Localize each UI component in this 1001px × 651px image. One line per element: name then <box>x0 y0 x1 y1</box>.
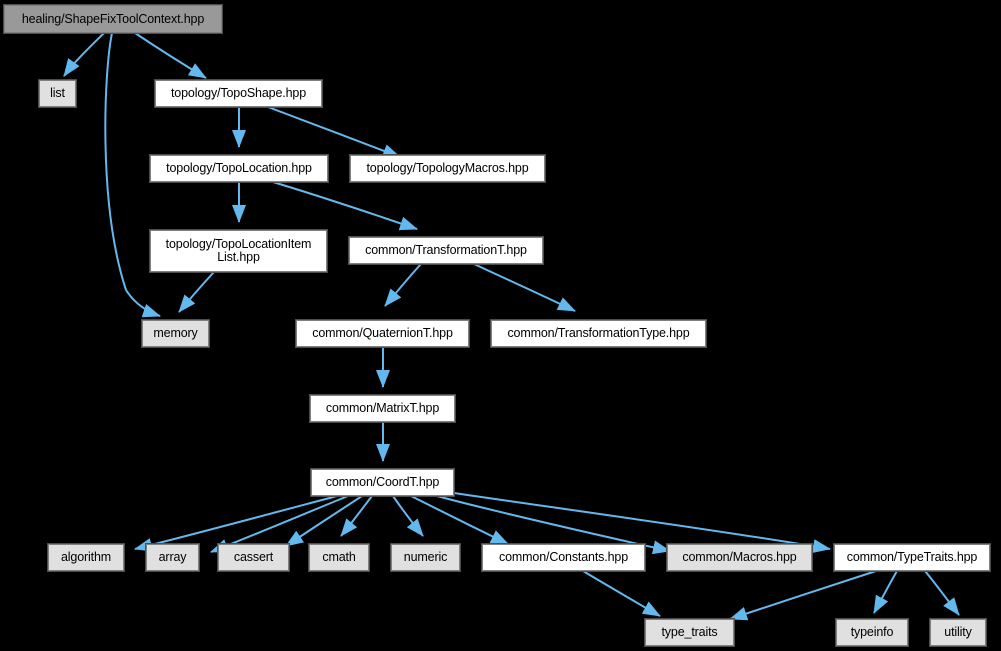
node-type_traits[interactable]: type_traits <box>644 618 735 647</box>
edge-root-to-toposhape <box>134 32 207 79</box>
node-label-topolocitemlist: topology/TopoLocationItem List.hpp <box>165 237 312 264</box>
node-label-cassert: cassert <box>233 550 274 564</box>
node-algorithm[interactable]: algorithm <box>47 543 125 572</box>
node-label-memory: memory <box>153 326 198 340</box>
edge-topolocitemlist-to-memory <box>178 271 215 313</box>
edge-typetraits-to-utility <box>924 570 960 616</box>
node-label-transformationt: common/TransformationT.hpp <box>365 243 527 257</box>
edge-coordt-to-constants <box>410 495 509 545</box>
node-typeinfo[interactable]: typeinfo <box>835 618 909 647</box>
node-memory[interactable]: memory <box>141 319 210 348</box>
node-label-transformtype: common/TransformationType.hpp <box>507 326 690 340</box>
edge-coordt-to-algorithm <box>134 495 338 552</box>
node-label-root: healing/ShapeFixToolContext.hpp <box>21 11 205 26</box>
node-label-list: list <box>50 86 65 100</box>
edge-typetraits-to-type_traits <box>729 570 877 621</box>
node-cassert[interactable]: cassert <box>217 543 290 572</box>
edge-topolocation-to-transformationt <box>272 181 418 231</box>
node-label-utility: utility <box>944 625 972 639</box>
node-typetraits[interactable]: common/TypeTraits.hpp <box>833 543 991 572</box>
node-transformationt[interactable]: common/TransformationT.hpp <box>348 236 544 265</box>
node-macros[interactable]: common/Macros.hpp <box>666 543 813 572</box>
node-label-topologymacros: topology/TopologyMacros.hpp <box>366 161 529 175</box>
node-numeric[interactable]: numeric <box>390 543 461 572</box>
edge-root-to-list <box>63 32 105 77</box>
node-label-matrixt: common/MatrixT.hpp <box>325 401 440 415</box>
node-label-quaterniont: common/QuaternionT.hpp <box>312 326 453 340</box>
node-label-coordt: common/CoordT.hpp <box>325 475 440 489</box>
node-label-algorithm: algorithm <box>60 550 112 564</box>
node-array[interactable]: array <box>145 543 200 572</box>
edge-transformationt-to-quaterniont <box>384 263 422 307</box>
edge-toposhape-to-topologymacros <box>267 106 401 158</box>
node-label-array: array <box>158 550 187 564</box>
node-toposhape[interactable]: topology/TopoShape.hpp <box>154 79 323 108</box>
edge-coordt-to-macros <box>436 495 671 555</box>
node-label-cmath: cmath <box>322 550 356 564</box>
edge-constants-to-type_traits <box>582 570 661 617</box>
edge-typetraits-to-typeinfo <box>873 570 898 614</box>
node-label-typeinfo: typeinfo <box>850 625 894 639</box>
node-label-typetraits: common/TypeTraits.hpp <box>846 550 978 564</box>
node-label-topolocation: topology/TopoLocation.hpp <box>166 161 312 175</box>
node-utility[interactable]: utility <box>929 618 987 647</box>
edge-coordt-to-cassert <box>285 495 363 547</box>
node-coordt[interactable]: common/CoordT.hpp <box>310 468 455 497</box>
node-cmath[interactable]: cmath <box>308 543 370 572</box>
node-label-macros: common/Macros.hpp <box>682 550 797 564</box>
edge-coordt-to-cmath <box>340 495 373 537</box>
node-constants[interactable]: common/Constants.hpp <box>481 543 646 572</box>
node-root[interactable]: healing/ShapeFixToolContext.hpp <box>3 4 223 34</box>
node-transformtype[interactable]: common/TransformationType.hpp <box>490 319 707 348</box>
node-list[interactable]: list <box>38 79 77 108</box>
node-label-numeric: numeric <box>403 550 448 564</box>
node-matrixt[interactable]: common/MatrixT.hpp <box>309 394 456 423</box>
node-quaterniont[interactable]: common/QuaternionT.hpp <box>295 319 470 348</box>
node-label-type_traits: type_traits <box>661 625 718 639</box>
node-topolocation[interactable]: topology/TopoLocation.hpp <box>149 154 329 183</box>
node-topolocitemlist[interactable]: topology/TopoLocationItem List.hpp <box>149 229 328 273</box>
node-topologymacros[interactable]: topology/TopologyMacros.hpp <box>349 154 546 183</box>
node-label-toposhape: topology/TopoShape.hpp <box>170 86 306 100</box>
node-label-constants: common/Constants.hpp <box>498 550 628 564</box>
edge-coordt-to-typetraits <box>453 492 831 553</box>
edge-coordt-to-numeric <box>392 495 424 537</box>
edge-transformationt-to-transformtype <box>473 263 576 312</box>
